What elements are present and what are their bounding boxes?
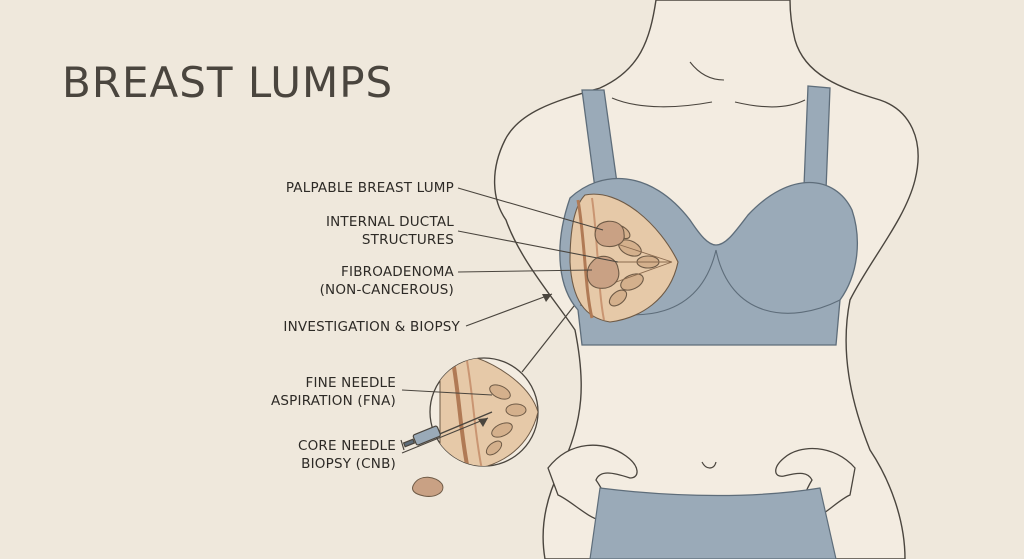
tissue-sample	[411, 476, 444, 497]
leader-ductal	[457, 230, 619, 263]
shorts	[589, 487, 837, 559]
page-title: BREAST LUMPS	[62, 58, 394, 107]
magnified-inset	[429, 305, 575, 467]
label-ductal-line2: STRUCTURES	[361, 232, 454, 248]
navel	[701, 461, 717, 469]
hands	[547, 444, 856, 521]
leader-cnb	[401, 417, 489, 454]
leader-lines	[401, 187, 619, 454]
label-cnb-line2: BIOPSY (CNB)	[301, 456, 396, 472]
label-ductal-line1: INTERNAL DUCTAL	[325, 214, 454, 230]
leader-arrowheads	[478, 294, 552, 427]
label-fibroadenoma-line1: FIBROADENOMA	[341, 264, 454, 280]
palpable-lump	[594, 220, 625, 248]
syringe-icon	[400, 411, 493, 451]
leader-fna	[401, 389, 493, 396]
label-cnb-line1: CORE NEEDLE	[297, 438, 396, 454]
collarbone-lines	[611, 61, 806, 108]
leader-investigation	[465, 293, 553, 327]
label-palpable-lump-text: PALPABLE BREAST LUMP	[285, 180, 454, 196]
fibroadenoma-lump	[586, 255, 620, 289]
label-fna-line1: FINE NEEDLE	[305, 375, 396, 391]
breast-cross-section	[569, 193, 679, 323]
leader-palpable-lump	[457, 187, 604, 231]
label-investigation-text: INVESTIGATION & BIOPSY	[283, 319, 460, 335]
label-fibroadenoma-line2: (NON-CANCEROUS)	[319, 282, 454, 298]
leader-fibroadenoma	[457, 269, 593, 273]
label-fna-line2: ASPIRATION (FNA)	[270, 393, 396, 409]
